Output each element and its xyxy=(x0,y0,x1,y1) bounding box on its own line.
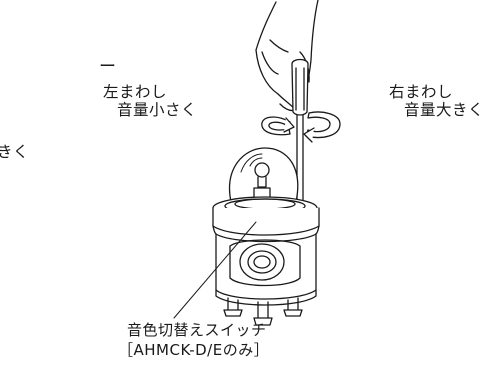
model-note-label: ［AHMCK-D/Eのみ］ xyxy=(118,341,270,359)
volume-up-label: 音量大きく xyxy=(404,101,485,119)
left-turn-label: 左まわし xyxy=(103,83,168,101)
rotate-right-arrow-icon xyxy=(303,111,341,143)
base-body xyxy=(212,207,320,306)
volume-down-label: 音量小さく xyxy=(117,101,198,119)
cut-off-text-dash: ー xyxy=(99,57,117,77)
cut-off-text-ki: きく xyxy=(0,143,30,161)
sound-switch-label: 音色切替えスイッチ xyxy=(127,321,267,339)
switch-leader-line xyxy=(173,221,257,319)
right-turn-label: 右まわし xyxy=(389,83,454,101)
speaker-panel xyxy=(229,239,301,287)
base-feet xyxy=(223,297,303,326)
rotate-left-arrow-icon xyxy=(261,116,295,136)
glass-dome xyxy=(229,147,299,203)
hand-illustration xyxy=(255,0,319,112)
